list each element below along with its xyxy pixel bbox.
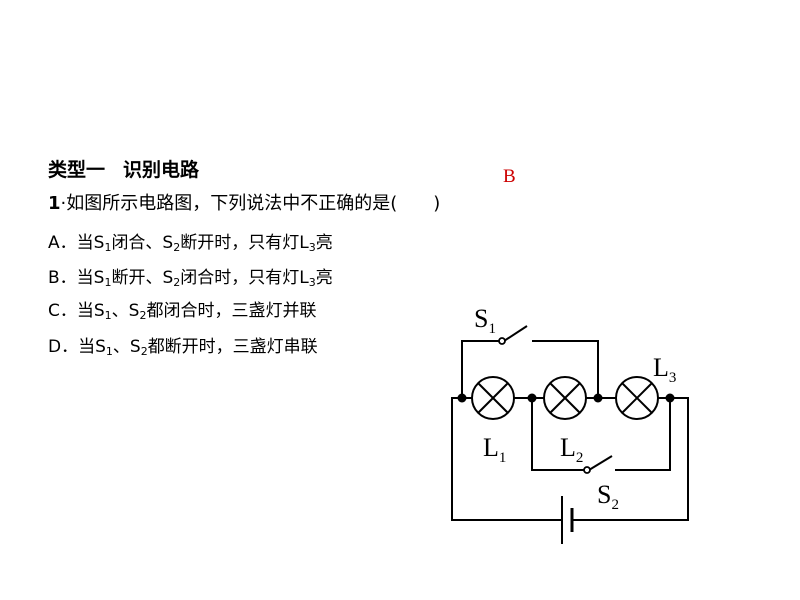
junction-dot: [527, 393, 537, 403]
junction-dot: [593, 393, 603, 403]
wire-right-outer: [572, 397, 689, 521]
option-a: A．当S1闭合、S2断开时，只有灯L3亮: [48, 233, 333, 254]
wire-s2-branch: [531, 398, 585, 471]
label-l3: L3: [653, 353, 676, 386]
switch-s1-contact: [498, 337, 506, 345]
switch-s2-contact: [583, 466, 591, 474]
switch-s1-blade: [503, 325, 528, 342]
wire-s1-branch: [461, 340, 500, 398]
section-title: 类型一: [48, 159, 106, 181]
wire-s1-right: [532, 340, 599, 398]
label-s2: S2: [597, 480, 619, 513]
lamp-l2: [543, 376, 587, 420]
section-subtitle: 识别电路: [123, 159, 200, 181]
question-separator: ·: [60, 193, 67, 214]
label-l1: L1: [483, 433, 506, 466]
question-text: 如图所示电路图，下列说法中不正确的是( ): [66, 193, 441, 214]
question-number: 1: [48, 193, 61, 214]
junction-dot: [665, 393, 675, 403]
answer-mark: B: [503, 166, 516, 187]
wire-s2-right: [615, 398, 671, 471]
option-b: B．当S1断开、S2闭合时，只有灯L3亮: [48, 268, 333, 289]
junction-dot: [457, 393, 467, 403]
label-s1: S1: [474, 304, 496, 337]
question-stem: 1·如图所示电路图，下列说法中不正确的是( ): [48, 189, 440, 215]
lamp-l3: [615, 376, 659, 420]
label-l2: L2: [560, 433, 583, 466]
option-c: C．当S1、S2都闭合时，三盏灯并联: [48, 301, 317, 322]
option-d: D．当S1、S2都断开时，三盏灯串联: [48, 337, 318, 358]
switch-s2-blade: [588, 455, 613, 471]
lamp-l1: [471, 376, 515, 420]
wire-left-outer: [451, 397, 562, 521]
section-heading: 类型一识别电路: [48, 155, 199, 182]
